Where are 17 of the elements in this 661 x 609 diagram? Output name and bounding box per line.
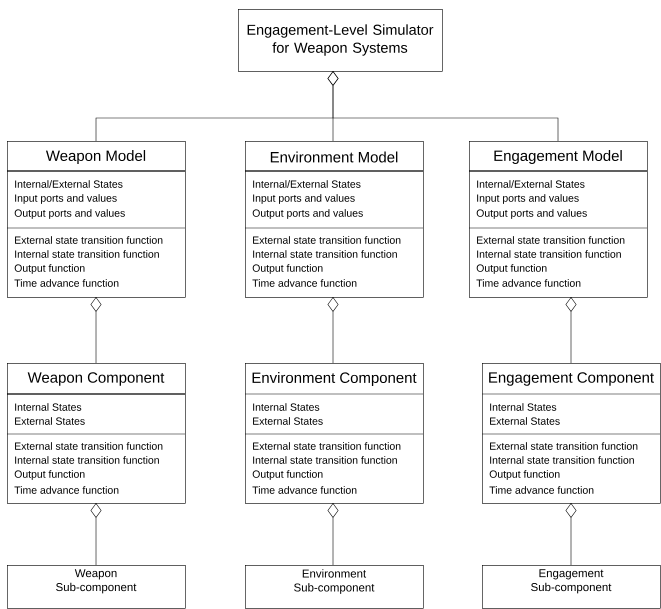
aggregation-line — [90, 503, 102, 566]
aggregation-line — [566, 503, 576, 566]
aggregation-line — [328, 503, 338, 566]
class-box: Engagement Sub-component — [482, 565, 661, 609]
class-box: Weapon Sub-component — [7, 565, 186, 609]
class-box: Engagement Model Internal/External States Input ports and values Output ports and values External state transition function Internal state transition function Output function Time advance function — [468, 141, 648, 298]
aggregation-line — [328, 297, 338, 364]
class-box: Environment Model Internal/External States Input ports and values Output ports and values External state transition function Internal state transition function Output function Time advance function — [244, 141, 424, 298]
aggregation-line — [90, 297, 102, 364]
class-box: Environment Component Internal States External States External state transition function Internal state transition function Output function Time advance function — [244, 363, 424, 504]
class-box: Engagement-Level Simulator for Weapon Systems — [238, 9, 443, 72]
aggregation-line — [566, 297, 576, 364]
class-box: Environment Sub-component — [245, 565, 424, 609]
class-box: Weapon Model Internal/External States Input ports and values Output ports and values External state transition function Internal state transition function Output function Time advance function — [6, 141, 186, 298]
class-box: Engagement Component Internal States External States External state transition function Internal state transition function Output function Time advance function — [482, 363, 661, 504]
aggregation-line — [328, 71, 558, 142]
class-box: Weapon Component Internal States External States External state transition function Internal state transition function Output function Time advance function — [6, 363, 186, 504]
